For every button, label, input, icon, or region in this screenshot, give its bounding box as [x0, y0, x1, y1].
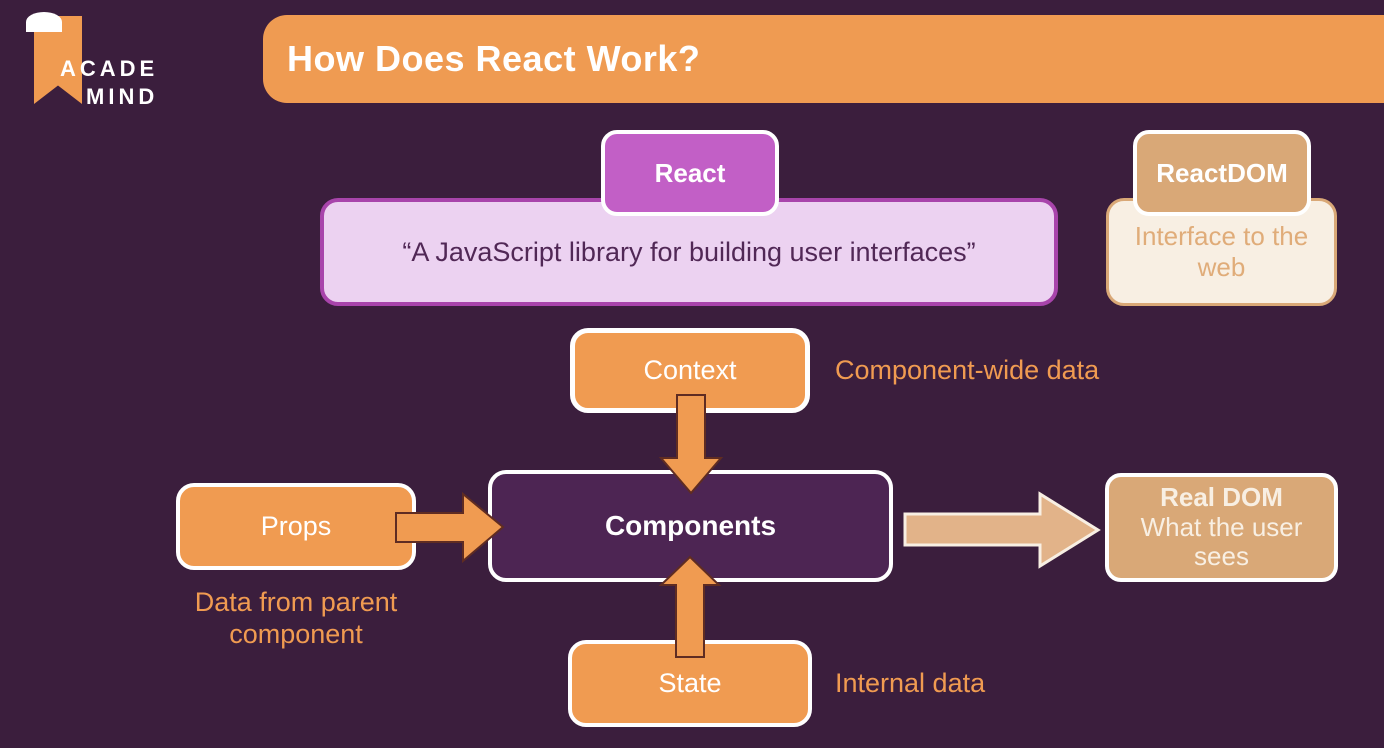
components-node: Components	[488, 470, 893, 582]
header-bar: How Does React Work?	[263, 15, 1384, 103]
page-curl-icon	[26, 12, 62, 32]
props-node-label: Props	[260, 511, 332, 541]
components-to-realdom-arrow	[903, 491, 1101, 569]
realdom-node: Real DOM What the user sees	[1105, 473, 1338, 582]
react-node: React	[601, 130, 779, 216]
reactdom-node-label: ReactDOM	[1156, 157, 1288, 188]
context-note-text: Component-wide data	[835, 355, 1100, 385]
page-title: How Does React Work?	[287, 38, 701, 79]
react-quote-text: “A JavaScript library for building user …	[402, 236, 976, 267]
state-node: State	[568, 640, 812, 727]
context-node: Context	[570, 328, 810, 413]
context-node-label: Context	[643, 355, 737, 385]
state-note-text: Internal data	[835, 668, 986, 698]
realdom-node-subtitle: What the user sees	[1140, 511, 1303, 572]
logo-text-mind: MIND	[86, 84, 159, 109]
react-node-label: React	[654, 157, 726, 188]
reactdom-node: ReactDOM	[1133, 130, 1311, 216]
props-node: Props	[176, 483, 416, 570]
interface-note-text: Interface to the web	[1134, 220, 1309, 282]
props-note-text: Data from parent component	[194, 587, 398, 650]
realdom-node-title: Real DOM	[1160, 481, 1283, 512]
state-node-label: State	[658, 668, 722, 698]
components-node-label: Components	[604, 510, 777, 541]
academind-logo: ACADE MIND	[22, 8, 202, 109]
logo-text-acade: ACADE	[60, 56, 159, 81]
